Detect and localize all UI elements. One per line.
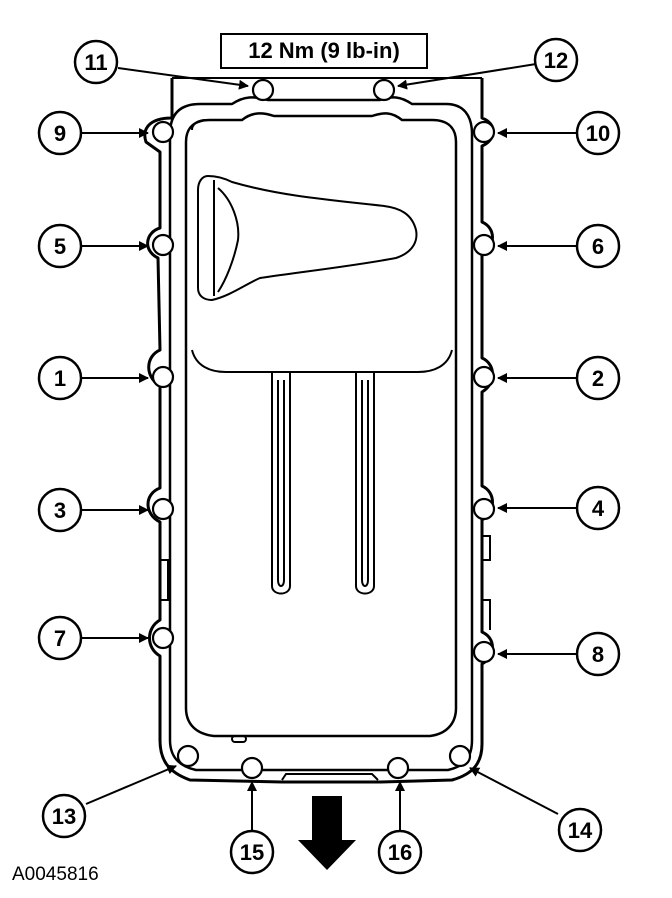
bolt-8 — [472, 640, 496, 664]
callout-7: 7 — [37, 615, 83, 661]
torque-spec-label: 12 Nm (9 lb-in) — [220, 33, 428, 69]
svg-text:7: 7 — [54, 626, 66, 651]
svg-text:15: 15 — [240, 840, 264, 865]
svg-text:6: 6 — [592, 234, 604, 259]
callout-13: 13 — [41, 793, 87, 839]
oil-pan-flange — [143, 77, 495, 784]
callout-10: 10 — [575, 110, 621, 156]
callout-4: 4 — [575, 485, 621, 531]
bolt-1 — [151, 365, 175, 389]
bolt-heads — [151, 78, 496, 780]
callout-11: 11 — [73, 39, 119, 85]
torque-spec-text: 12 Nm (9 lb-in) — [248, 38, 400, 63]
bolt-12 — [372, 78, 396, 102]
callout-3: 3 — [37, 487, 83, 533]
bolt-10 — [472, 120, 496, 144]
svg-text:1: 1 — [54, 366, 66, 391]
svg-text:3: 3 — [54, 498, 66, 523]
svg-text:16: 16 — [388, 840, 412, 865]
svg-text:11: 11 — [84, 50, 107, 75]
svg-text:14: 14 — [568, 818, 593, 843]
callout-14: 14 — [557, 807, 603, 853]
bolt-4 — [472, 497, 496, 521]
bolt-2 — [472, 365, 496, 389]
bolt-5 — [151, 233, 175, 257]
callout-6: 6 — [575, 223, 621, 269]
bolt-14 — [448, 744, 472, 768]
svg-text:8: 8 — [592, 642, 604, 667]
leader-arrows — [82, 63, 576, 830]
callout-8: 8 — [575, 631, 621, 677]
svg-text:5: 5 — [54, 234, 66, 259]
bolt-11 — [251, 78, 275, 102]
callout-9: 9 — [37, 110, 83, 156]
figure-id: A0045816 — [12, 864, 99, 885]
bolt-16 — [386, 756, 410, 780]
callout-15: 15 — [229, 829, 275, 875]
callout-5: 5 — [37, 223, 83, 269]
svg-text:2: 2 — [592, 366, 604, 391]
callout-16: 16 — [377, 829, 423, 875]
svg-text:10: 10 — [586, 121, 610, 146]
callout-2: 2 — [575, 355, 621, 401]
bolt-9 — [151, 120, 175, 144]
svg-text:12: 12 — [544, 48, 568, 73]
bolt-15 — [240, 756, 264, 780]
front-direction-arrow — [298, 796, 356, 870]
svg-text:9: 9 — [54, 121, 66, 146]
bolt-13 — [176, 744, 200, 768]
bolt-7 — [151, 626, 175, 650]
svg-text:13: 13 — [52, 804, 76, 829]
bolt-3 — [151, 497, 175, 521]
callout-1: 1 — [37, 355, 83, 401]
callout-12: 12 — [533, 37, 579, 83]
bolt-6 — [472, 233, 496, 257]
svg-text:4: 4 — [592, 496, 605, 521]
